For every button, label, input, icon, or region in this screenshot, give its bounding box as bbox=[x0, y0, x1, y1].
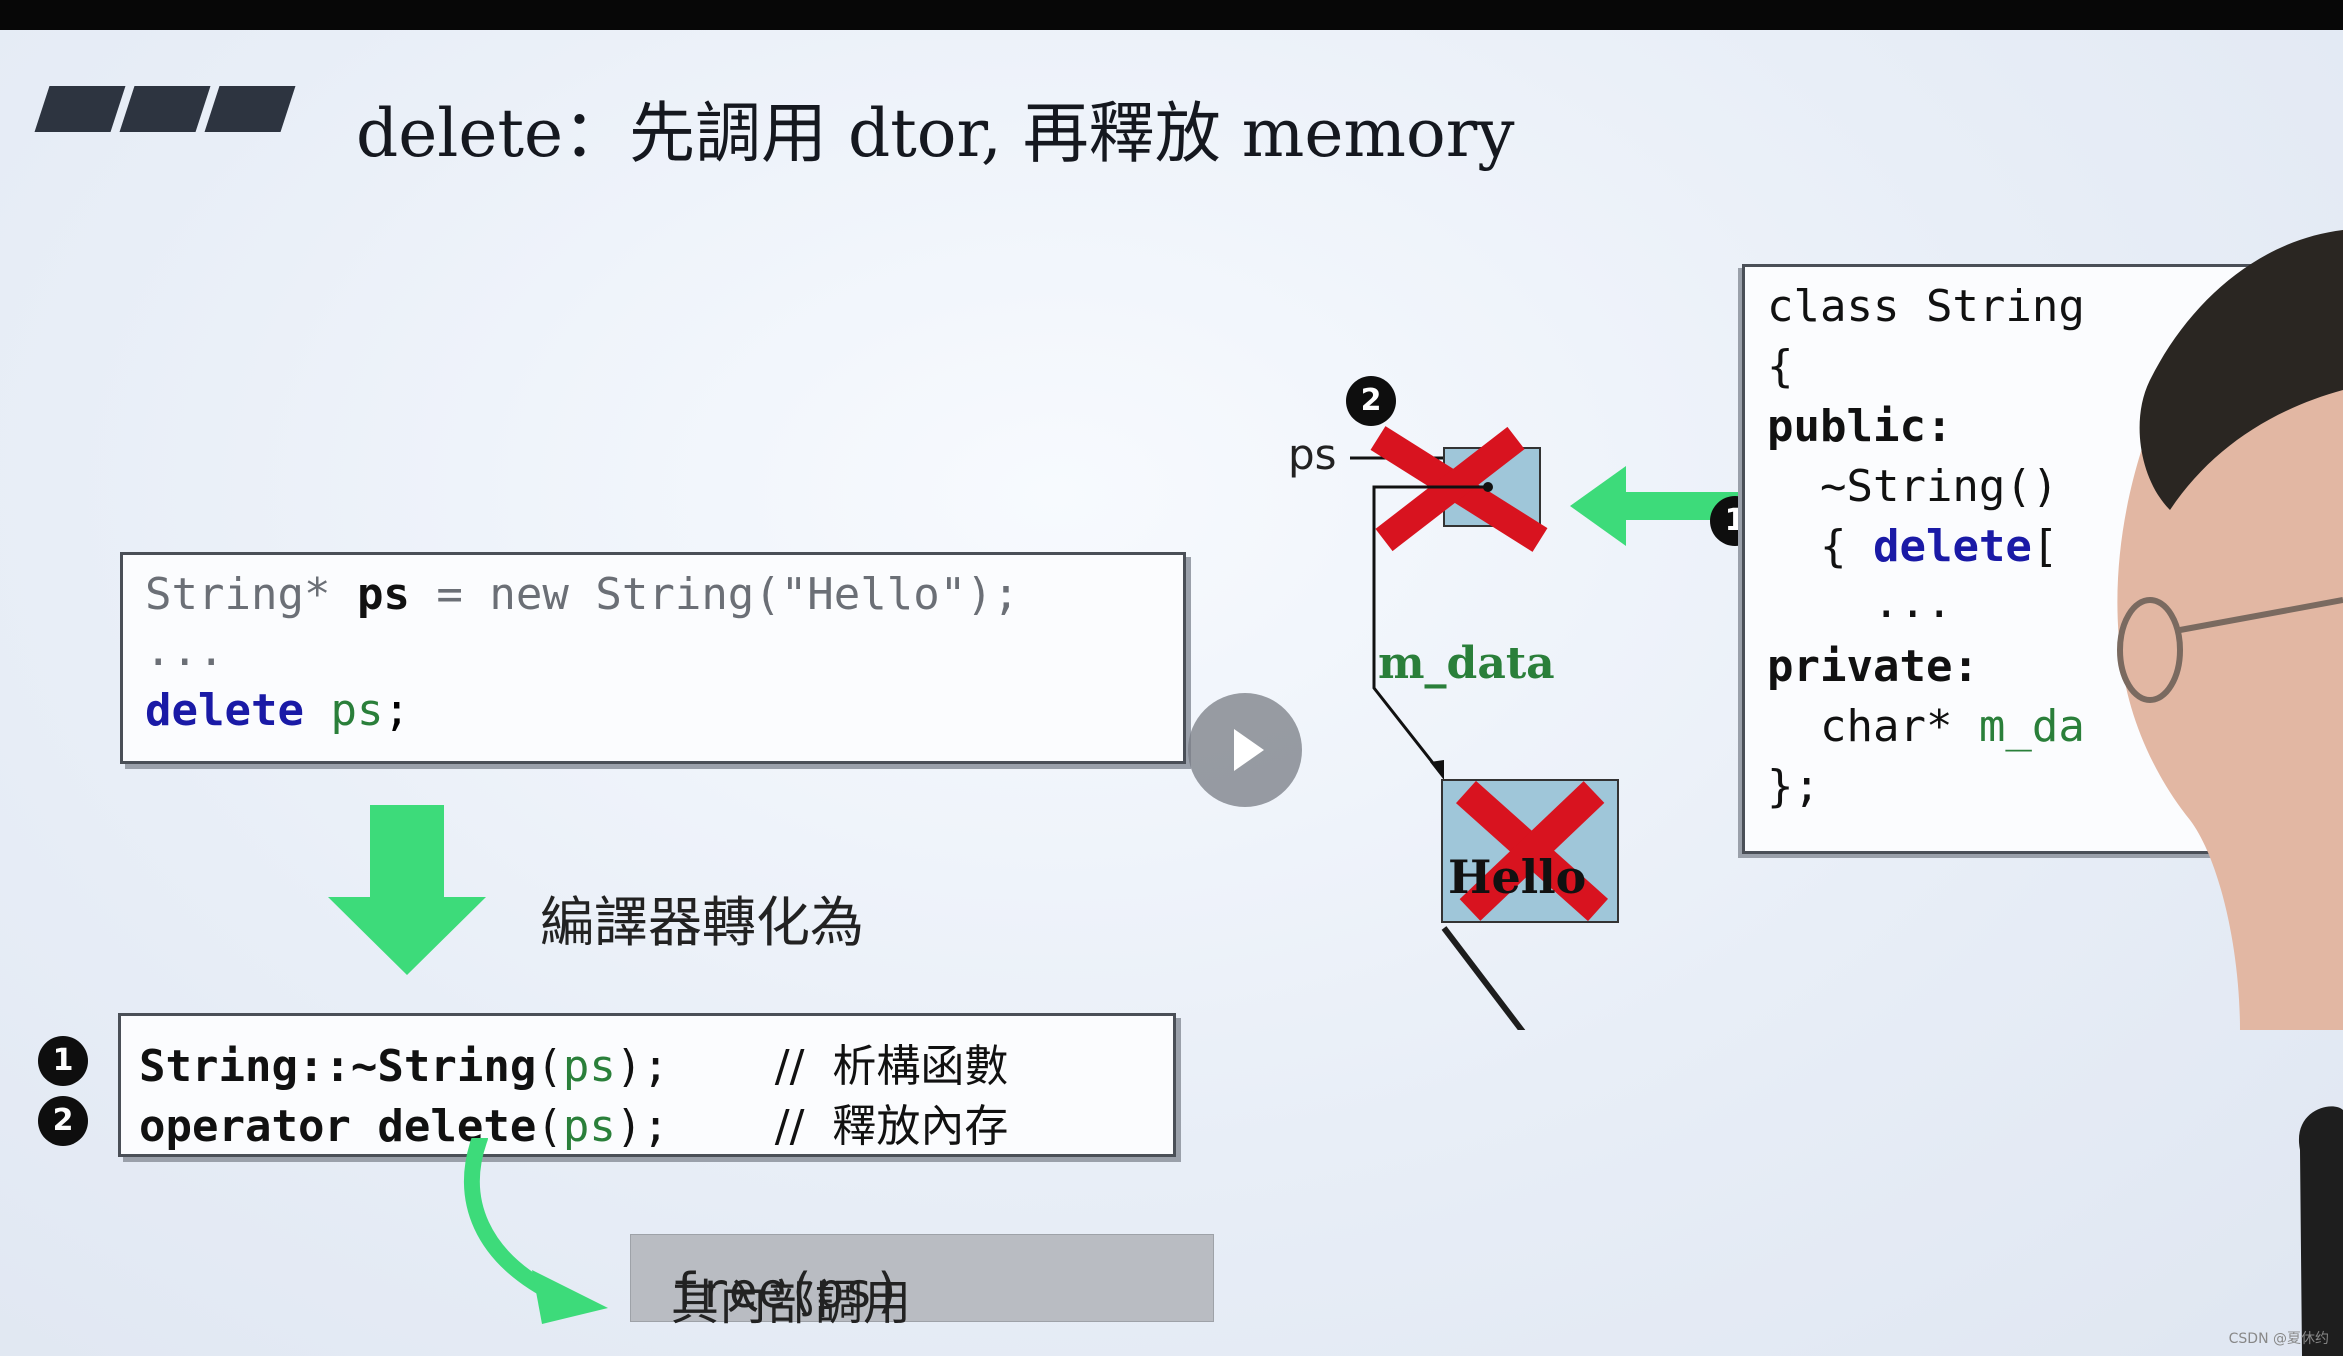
step-1-marker: 1 bbox=[38, 1036, 88, 1086]
curved-arrow-icon bbox=[464, 1138, 608, 1324]
string-box-text: Hello bbox=[1448, 850, 1587, 904]
down-arrow-icon bbox=[328, 805, 486, 975]
step-2-marker: 2 bbox=[1346, 376, 1396, 426]
slide-logo-bar bbox=[34, 86, 126, 132]
code-line: ... bbox=[1767, 577, 1953, 628]
watermark: CSDN @夏休约 bbox=[2228, 1331, 2329, 1347]
play-button[interactable] bbox=[1188, 693, 1302, 807]
code-line: private: bbox=[1767, 641, 1979, 692]
compiler-label: 編譯器轉化為 bbox=[540, 891, 864, 954]
lecture-slide: delete：先調用 dtor, 再釋放 memory String* ps =… bbox=[0, 30, 2343, 1356]
slide-logo-bar bbox=[204, 86, 296, 132]
free-call-note: 其內部調用 free(ps) bbox=[630, 1234, 1214, 1331]
video-top-bar bbox=[0, 0, 2343, 30]
m-data-label: m_data bbox=[1378, 638, 1555, 689]
code-line: { delete[ bbox=[1767, 521, 2059, 572]
code-line: class String bbox=[1767, 281, 2085, 332]
code-line: { bbox=[1767, 341, 1794, 392]
code-line: ~String() bbox=[1767, 461, 2059, 512]
code-snippet-translated: String::~String(ps); // 析構函數 operator de… bbox=[118, 1013, 1176, 1157]
code-snippet-source: String* ps = new String("Hello"); ... de… bbox=[120, 552, 1186, 764]
slide-title: delete：先調用 dtor, 再釋放 memory bbox=[356, 95, 1515, 172]
code-line: }; bbox=[1767, 761, 1820, 812]
left-arrow-icon bbox=[1570, 466, 1806, 546]
code-line: operator delete(ps); // 釋放內存 bbox=[139, 1101, 1009, 1152]
code-line: String* ps = new String("Hello"); bbox=[145, 569, 1020, 620]
code-line: delete ps; bbox=[145, 685, 410, 736]
slide-logo-bar bbox=[119, 86, 211, 132]
presenter-image bbox=[2117, 230, 2343, 1356]
code-line: ... bbox=[145, 625, 225, 676]
code-line: public: bbox=[1767, 401, 1953, 452]
code-line: String::~String(ps); // 析構函數 bbox=[139, 1041, 1009, 1092]
ps-label: ps bbox=[1288, 430, 1337, 479]
step-2-marker: 2 bbox=[38, 1096, 88, 1146]
code-line: char* m_da bbox=[1767, 701, 2085, 752]
memory-diagram bbox=[1350, 426, 1619, 1030]
